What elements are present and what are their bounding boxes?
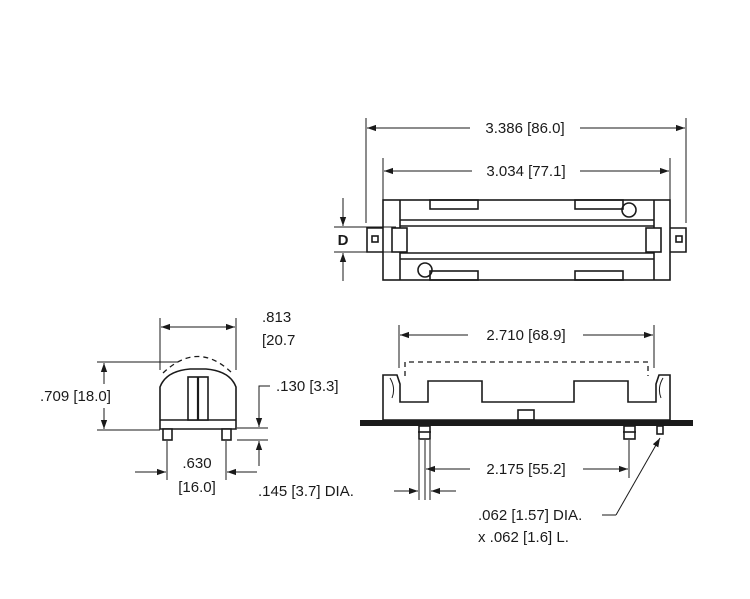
side-width-mm-label: [20.7 <box>262 332 295 349</box>
overall-length-dimension: 3.386 [86.0] <box>367 120 685 137</box>
pin-spacing-mm-label: [16.0] <box>178 479 216 496</box>
diameter-label: D <box>338 232 349 249</box>
top-view: 3.386 [86.0] 3.034 [77.1] D <box>334 118 687 281</box>
post-length-label: x .062 [1.6] L. <box>478 529 569 546</box>
cavity-length-label: 2.710 [68.9] <box>486 327 565 344</box>
diameter-dimension: D <box>334 198 396 281</box>
pin-diameter-label: .145 [3.7] DIA. <box>258 483 354 500</box>
pin-offset-label: .130 [3.3] <box>276 378 339 395</box>
side-view: .813 [20.7 .709 [18.0] .130 [3.3] .630 [… <box>40 309 339 496</box>
overall-length-label: 3.386 [86.0] <box>485 120 564 137</box>
inner-length-label: 3.034 [77.1] <box>486 163 565 180</box>
pin-spacing-inch-label: .630 <box>182 455 211 472</box>
inner-length-dimension: 3.034 [77.1] <box>384 163 669 180</box>
pin-pitch-label: 2.175 [55.2] <box>486 461 565 478</box>
side-height-label: .709 [18.0] <box>40 388 111 405</box>
side-width-inch-label: .813 <box>262 309 291 326</box>
post-diameter-label: .062 [1.57] DIA. <box>478 507 582 524</box>
front-view: 2.710 [68.9] 2.175 [55.2] .145 [3.7] DIA… <box>258 325 693 546</box>
